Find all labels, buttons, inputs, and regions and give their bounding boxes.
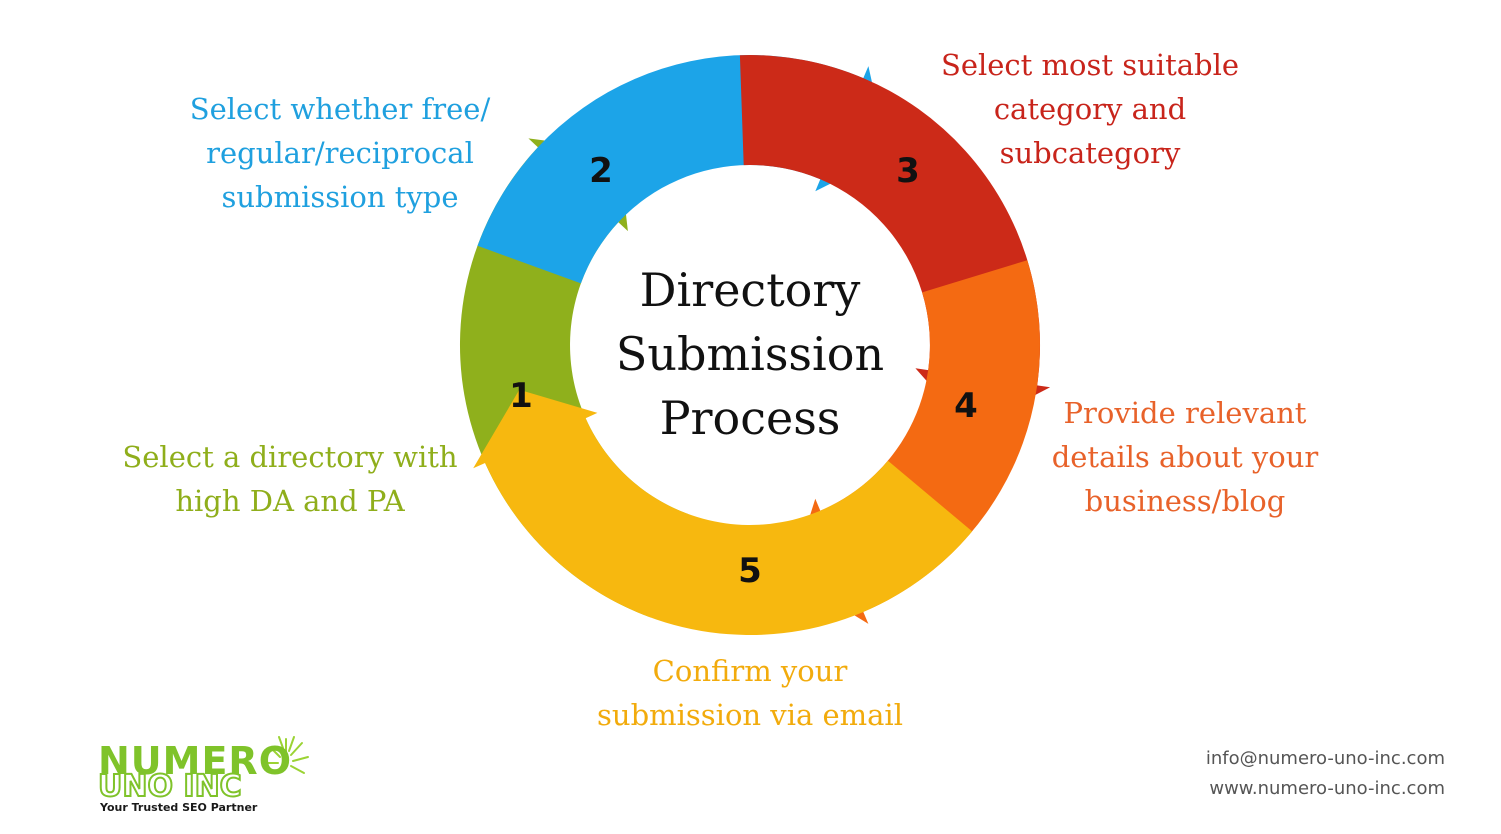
step-5-label: Confirm your submission via email xyxy=(575,649,925,737)
step-3-line: subcategory xyxy=(999,136,1181,170)
step-2-line: regular/reciprocal xyxy=(206,136,474,170)
step-4-line: Provide relevant xyxy=(1063,396,1307,430)
step-1-line: Select a directory with xyxy=(122,440,458,474)
title-line-3: Process xyxy=(659,391,841,445)
step-2-number: 2 xyxy=(589,151,613,191)
step-1-number: 1 xyxy=(509,376,533,416)
step-2-label: Select whether free/ regular/reciprocal … xyxy=(170,87,510,219)
diagram-title: Directory Submission Process xyxy=(580,258,920,450)
step-2-line: submission type xyxy=(221,180,459,214)
step-5-number: 5 xyxy=(738,551,762,591)
logo-wordmark-bottom: UNO INC xyxy=(97,769,243,804)
logo-wordmark-top: NUMERO xyxy=(98,739,292,783)
step-1-line: high DA and PA xyxy=(175,484,405,518)
title-line-1: Directory xyxy=(639,263,861,317)
step-4-line: business/blog xyxy=(1084,484,1286,518)
step-4-label: Provide relevant details about your busi… xyxy=(1030,391,1340,523)
contact-info: info@numero-uno-inc.com www.numero-uno-i… xyxy=(1100,744,1445,804)
step-5-line: submission via email xyxy=(597,698,903,732)
logo-burst-icon xyxy=(267,736,309,774)
step-4-line: details about your xyxy=(1051,440,1319,474)
step-4-number: 4 xyxy=(954,386,978,426)
step-1-label: Select a directory with high DA and PA xyxy=(110,435,470,523)
title-line-2: Submission xyxy=(615,327,885,381)
contact-website[interactable]: www.numero-uno-inc.com xyxy=(1209,778,1445,799)
contact-email[interactable]: info@numero-uno-inc.com xyxy=(1205,748,1445,769)
step-5-line: Confirm your xyxy=(652,654,848,688)
step-2-line: Select whether free/ xyxy=(189,92,491,126)
step-3-number: 3 xyxy=(896,151,920,191)
step-3-line: category and xyxy=(993,92,1187,126)
step-3-line: Select most suitable xyxy=(940,48,1240,82)
step-3-label: Select most suitable category and subcat… xyxy=(925,43,1255,175)
logo-tagline: Your Trusted SEO Partner xyxy=(100,801,258,814)
step-5-arrow xyxy=(473,389,973,636)
company-logo: NUMERO UNO INC Your Trusted SEO Partner xyxy=(96,733,326,818)
